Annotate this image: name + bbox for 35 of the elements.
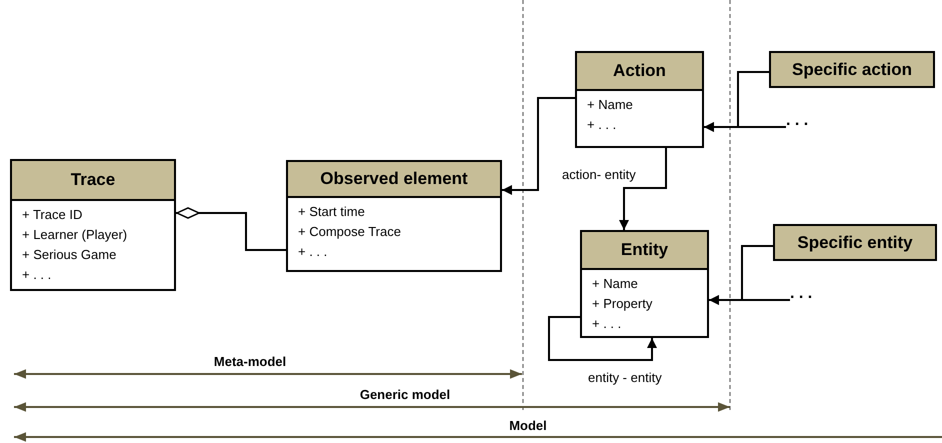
attribute-text: + . . . [587, 116, 616, 134]
class-name: Specific entity [775, 226, 935, 259]
aggregation-line [176, 207, 286, 251]
arrow [502, 97, 575, 195]
edge-label: entity - entity [587, 370, 663, 385]
arrow [709, 295, 790, 305]
attribute-text: + Learner (Player) [22, 226, 128, 244]
arrow [704, 122, 786, 132]
attribute-text: + . . . [298, 243, 328, 261]
attribute-text: + Name [587, 96, 633, 114]
class-name: Observed element [288, 162, 500, 198]
dimension-label: Model [509, 418, 547, 433]
attribute-text: + Serious Game [22, 246, 116, 264]
attribute-text: + Start time [298, 203, 365, 221]
class-name: Entity [582, 232, 707, 270]
class-name: Specific action [771, 53, 933, 86]
arrow [619, 148, 667, 230]
class-name: Action [577, 53, 702, 91]
ellipsis-text: . . . [790, 285, 830, 307]
dimension-label: Generic model [360, 387, 450, 402]
edge-label: action- entity [561, 167, 637, 182]
arrow [548, 316, 657, 361]
attribute-text: + Name [592, 275, 638, 293]
class-name: Trace [12, 161, 174, 201]
attribute-text: + . . . [592, 315, 622, 333]
attribute-text: + Trace ID [22, 206, 82, 224]
attribute-text: + . . . [22, 266, 52, 284]
class-box [580, 230, 709, 338]
attribute-text: + Compose Trace [298, 223, 401, 241]
ellipsis-text: . . . [786, 112, 826, 134]
dimension-label: Meta-model [214, 354, 286, 369]
class-box [286, 160, 502, 272]
class-box [575, 51, 704, 148]
attribute-text: + Property [592, 295, 652, 313]
class-box [10, 159, 176, 291]
